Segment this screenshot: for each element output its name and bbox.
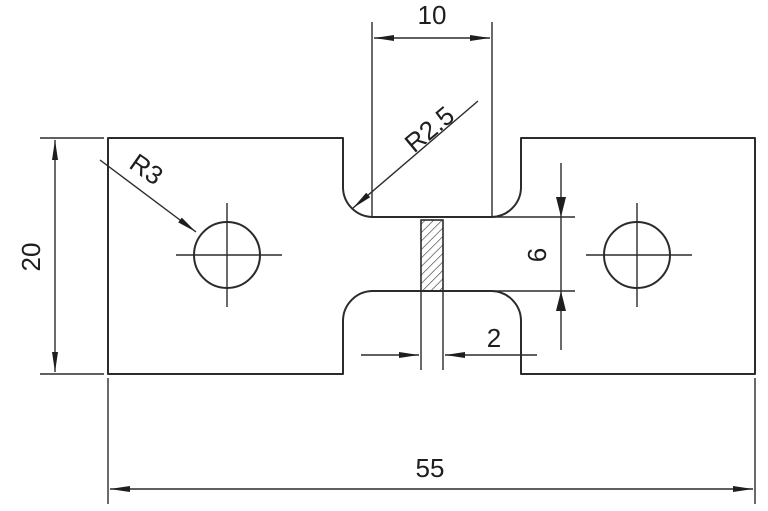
dim-hole-radius-text: R3 (124, 147, 168, 191)
dim-fillet-radius-text: R2.5 (399, 100, 460, 158)
right-hole (586, 203, 692, 307)
dimension-height: 20 (16, 137, 104, 375)
dimension-hole-radius: R3 (99, 147, 197, 233)
specimen-outline (107, 137, 756, 375)
dimension-gauge-length: 10 (371, 0, 493, 217)
dim-gauge-width-text: 6 (522, 248, 552, 262)
dim-height-text: 20 (16, 243, 46, 272)
hatched-section (420, 219, 444, 292)
dimension-gauge-width: 6 (522, 163, 566, 350)
dim-gauge-length-text: 10 (418, 0, 447, 30)
left-hole (176, 203, 282, 307)
dim-thickness-text: 2 (487, 323, 501, 353)
dimension-thickness: 2 (361, 291, 537, 370)
dimension-overall-length: 55 (107, 378, 756, 504)
dim-overall-length-text: 55 (416, 453, 445, 483)
